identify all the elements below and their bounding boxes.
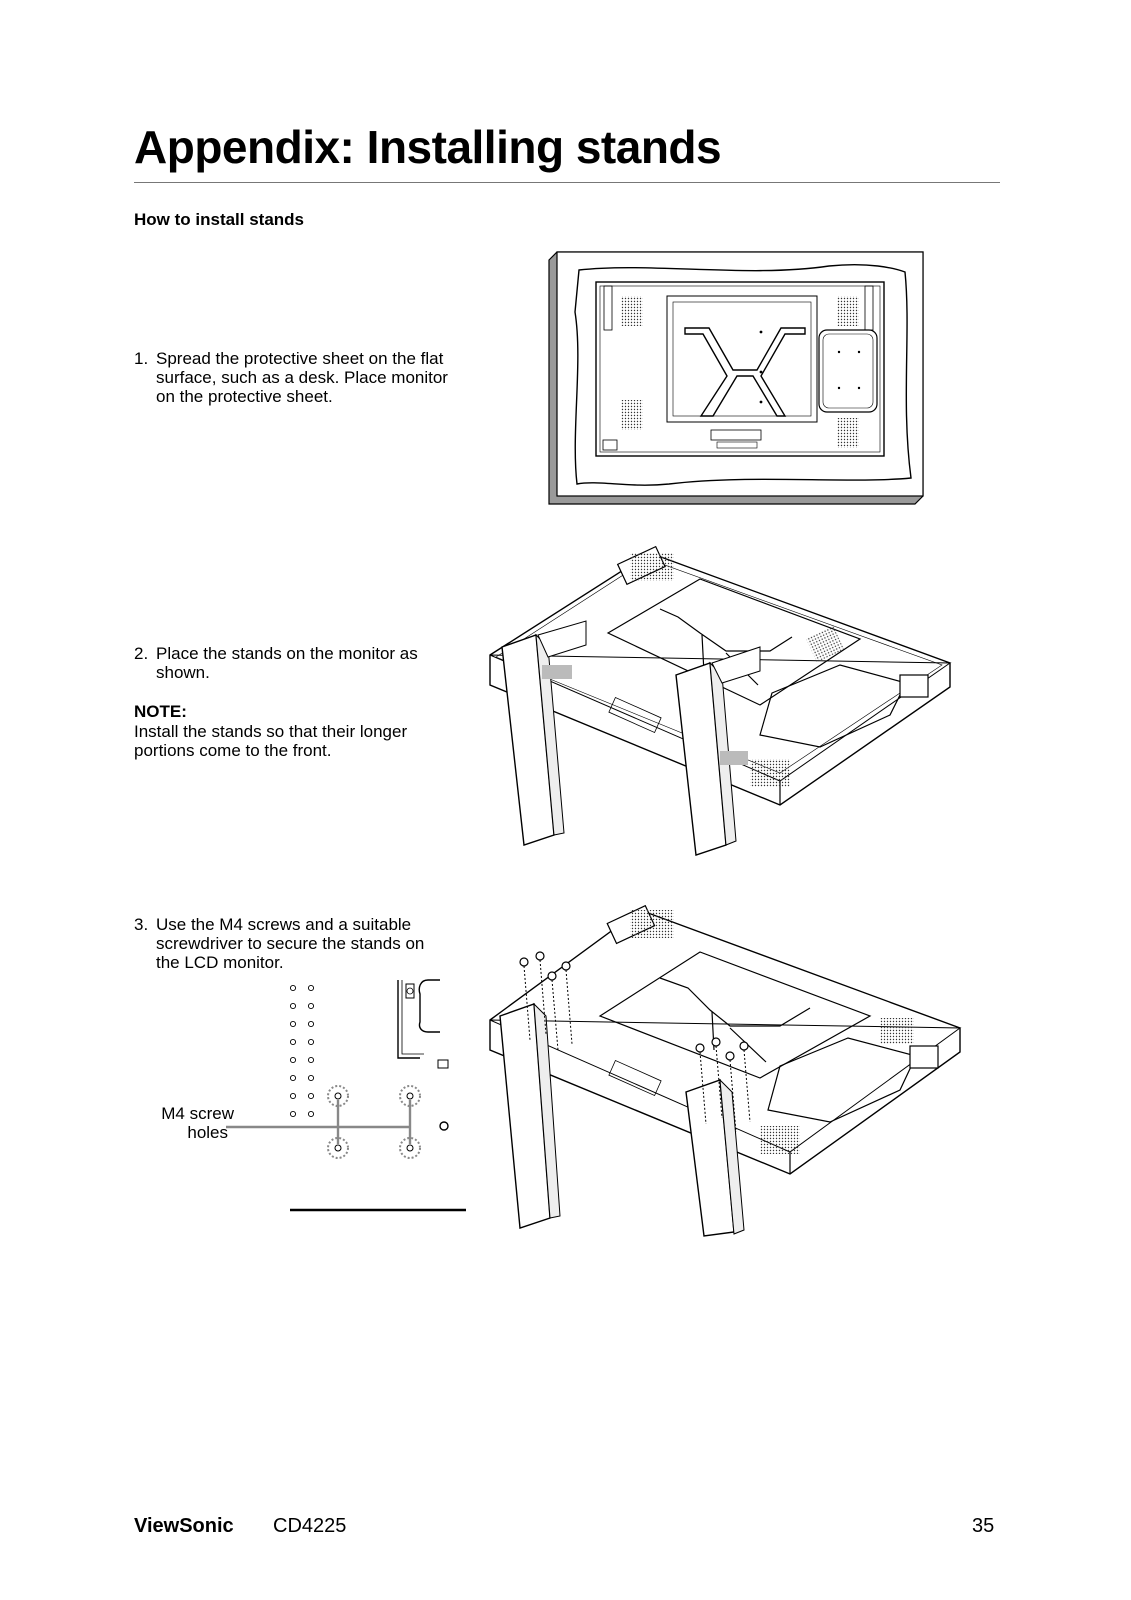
note-line-1: Install the stands so that their longer bbox=[134, 722, 408, 741]
step-3-line-3: the LCD monitor. bbox=[156, 953, 284, 972]
step-2-number: 2. bbox=[134, 644, 149, 663]
step-2-text: 2. Place the stands on the monitor as sho… bbox=[134, 644, 418, 682]
page-number: 35 bbox=[972, 1515, 995, 1537]
footer-brand: ViewSonic bbox=[134, 1515, 234, 1538]
footer-model: CD4225 bbox=[273, 1515, 347, 1537]
figure-screw-hole-closeup bbox=[226, 979, 466, 1212]
section-subtitle: How to install stands bbox=[134, 210, 305, 229]
note-label: NOTE: bbox=[134, 702, 187, 721]
m4-label-line-2: holes bbox=[187, 1123, 228, 1142]
step-3-line-2: screwdriver to secure the stands on bbox=[156, 934, 425, 953]
figure-monitor-on-sheet bbox=[548, 251, 924, 505]
title-rule bbox=[134, 182, 1000, 183]
step-1-text: 1. Spread the protective sheet on the fla… bbox=[134, 349, 448, 406]
step-2-line-1: Place the stands on the monitor as bbox=[156, 644, 418, 663]
m4-label-line-1: M4 screw bbox=[161, 1104, 234, 1123]
note-text: Install the stands so that their longer … bbox=[134, 722, 464, 760]
footer-brand-name: ViewSonic bbox=[134, 1515, 234, 1537]
m4-screw-holes-label: M4 screw holes bbox=[150, 1104, 234, 1142]
step-3-line-1: Use the M4 screws and a suitable bbox=[156, 915, 412, 934]
note-line-2: portions come to the front. bbox=[134, 741, 332, 760]
step-1-line-3: on the protective sheet. bbox=[156, 387, 333, 406]
figure-stands-placed bbox=[489, 545, 952, 856]
step-3-number: 3. bbox=[134, 915, 149, 934]
step-2-line-2: shown. bbox=[156, 663, 210, 682]
step-1-line-2: surface, such as a desk. Place monitor bbox=[156, 368, 448, 387]
step-1-number: 1. bbox=[134, 349, 149, 368]
page-title: Appendix: Installing stands bbox=[134, 121, 722, 173]
step-3-text: 3. Use the M4 screws and a suitable screw… bbox=[134, 915, 424, 972]
figure-securing-stands bbox=[489, 904, 962, 1237]
step-1-line-1: Spread the protective sheet on the flat bbox=[156, 349, 444, 368]
